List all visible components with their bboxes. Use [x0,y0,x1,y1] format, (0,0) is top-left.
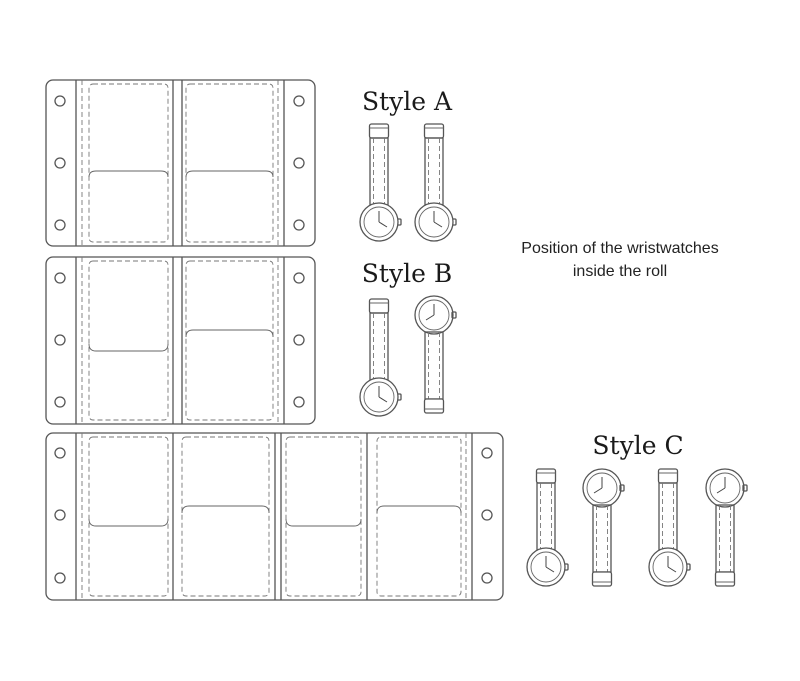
snap-button-icon [481,509,493,521]
wristwatch-icon [526,468,569,587]
wristwatch-icon [648,468,691,587]
snap-button-icon [293,157,305,169]
snap-button-icon [293,219,305,231]
snap-button-icon [54,447,66,459]
caption-line-1: Position of the wristwatches [521,240,718,257]
snap-button-icon [481,447,493,459]
wristwatch-icon [359,298,402,417]
wristwatch-icon [582,468,625,587]
wristwatch-icon [359,123,402,242]
snap-button-icon [54,509,66,521]
roll-style-a [45,79,316,247]
style-c-label: Style C [592,431,683,460]
wristwatch-icon [414,295,457,414]
wristwatch-icon [705,468,748,587]
style-a-label: Style A [362,87,453,116]
snap-button-icon [293,95,305,107]
snap-button-icon [54,272,66,284]
snap-button-icon [54,572,66,584]
snap-button-icon [293,334,305,346]
snap-button-icon [54,157,66,169]
wristwatch-icon [414,123,457,242]
snap-button-icon [54,334,66,346]
roll-style-c [45,432,504,601]
snap-button-icon [293,396,305,408]
caption-line-2: inside the roll [573,263,667,280]
style-b-label: Style B [362,259,452,288]
snap-button-icon [54,219,66,231]
snap-button-icon [481,572,493,584]
snap-button-icon [54,396,66,408]
roll-style-b [45,256,316,425]
snap-button-icon [293,272,305,284]
snap-button-icon [54,95,66,107]
